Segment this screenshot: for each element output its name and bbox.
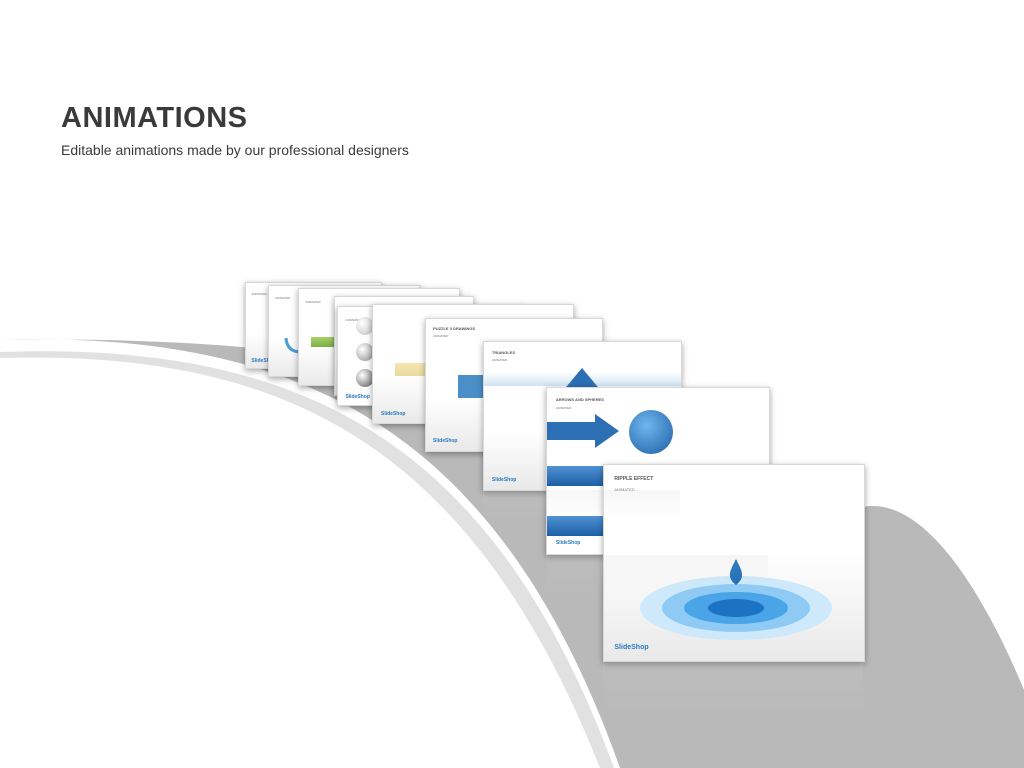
slide-title: RIPPLE EFFECT [614,475,654,482]
slide-subtitle: ANIMATED [433,333,449,338]
slide-title: ARROWS AND SPHERES [555,396,604,402]
puzzle-piece-icon [458,375,484,399]
slide-subtitle: ANIMATED [275,295,291,300]
slideshop-logo: SlideShop [614,644,649,652]
slideshop-logo: SlideShop [251,357,276,364]
ripple-water-drop-icon [640,559,832,640]
sphere-icon [356,343,374,361]
blue-band-shape [547,466,617,486]
slide-subtitle: ANIMATED [305,299,321,304]
slide-subtitle: ANIMATED [614,486,635,492]
slide-subtitle: ANIMATED [555,406,572,411]
slide-thumbnail-ripple-effect[interactable]: RIPPLE EFFECT ANIMATED SlideShop [603,464,865,662]
slide-reflection [546,555,768,595]
page-subtitle: Editable animations made by our professi… [61,142,409,158]
page-title: ANIMATIONS [61,102,248,134]
triangle-icon [562,368,602,392]
slide-subtitle: ANIMATED [491,358,508,363]
slideshop-logo: SlideShop [381,411,406,418]
sphere-icon [356,317,374,335]
slideshop-logo: SlideShop [491,476,517,483]
blue-sphere-icon [629,410,673,454]
slideshop-logo: SlideShop [345,394,370,401]
slide-reflection [603,662,863,712]
sphere-icon [356,369,374,387]
slideshop-logo: SlideShop [433,438,458,445]
slide-reflection [483,490,680,520]
slide-title: TRIANGLES [491,349,515,355]
blue-arrow-icon [547,414,619,448]
slide-subtitle: ANIMATED [345,317,361,322]
slide-title: PUZZLE 3 DRAWINGS [433,325,476,331]
slideshop-logo: SlideShop [555,539,581,546]
blue-band-shape [547,516,617,536]
slide-subtitle: ANIMATED [251,292,267,297]
